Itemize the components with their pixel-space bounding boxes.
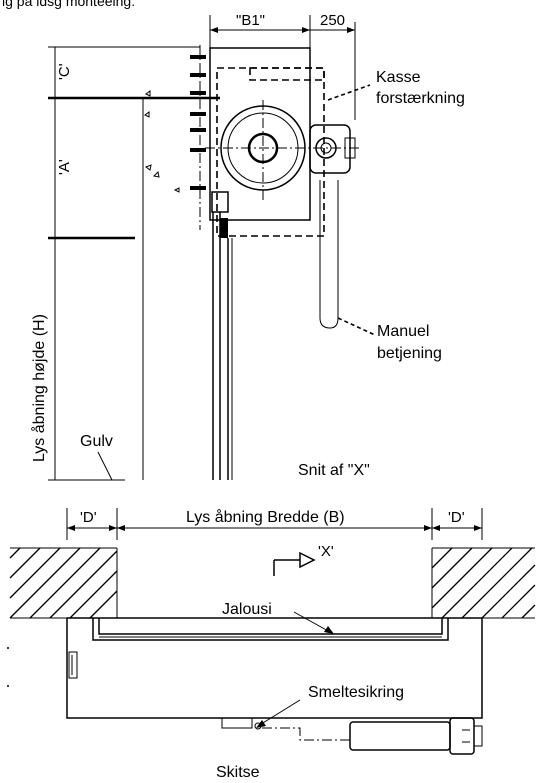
forstaerkning-label: forstærkning <box>376 90 465 107</box>
dimension-b1: "B1" <box>236 12 265 29</box>
drum <box>205 100 360 200</box>
wall-right <box>431 547 536 619</box>
section-view: "B1" 250 'C' 'A' Lys åbning højde (H) <box>30 12 465 481</box>
height-label: Lys åbning højde (H) <box>30 314 48 462</box>
width-label: Lys åbning Bredde (B) <box>186 508 345 526</box>
dimension-d-left: 'D' <box>80 509 97 526</box>
manuel-label: Manuel <box>377 323 429 340</box>
dimension-d-right: 'D' <box>448 509 465 526</box>
dimension-a: 'A' <box>56 159 73 175</box>
kasse-label: Kasse <box>376 69 421 86</box>
skitse-label: Skitse <box>216 764 260 781</box>
dimension-c: 'C' <box>56 63 73 80</box>
betjening-label: betjening <box>377 345 442 362</box>
top-caption: lg på idsg monteeing: <box>2 0 135 9</box>
dimension-250: 250 <box>320 12 345 29</box>
section-marker <box>273 551 316 576</box>
anchor-bolts <box>190 55 206 190</box>
snit-label: Snit af "X" <box>298 462 370 479</box>
smeltesikring-label: Smeltesikring <box>308 684 404 701</box>
gulv-label: Gulv <box>80 433 113 450</box>
motor <box>309 124 356 174</box>
jalousi-label: Jalousi <box>222 601 272 618</box>
section-marker-label: 'X' <box>318 543 334 560</box>
motor-plan <box>349 717 483 755</box>
wall-left <box>9 547 118 619</box>
plan-view: 'D' Lys åbning Bredde (B) 'D' <box>7 508 536 781</box>
manual-chain <box>319 180 339 329</box>
